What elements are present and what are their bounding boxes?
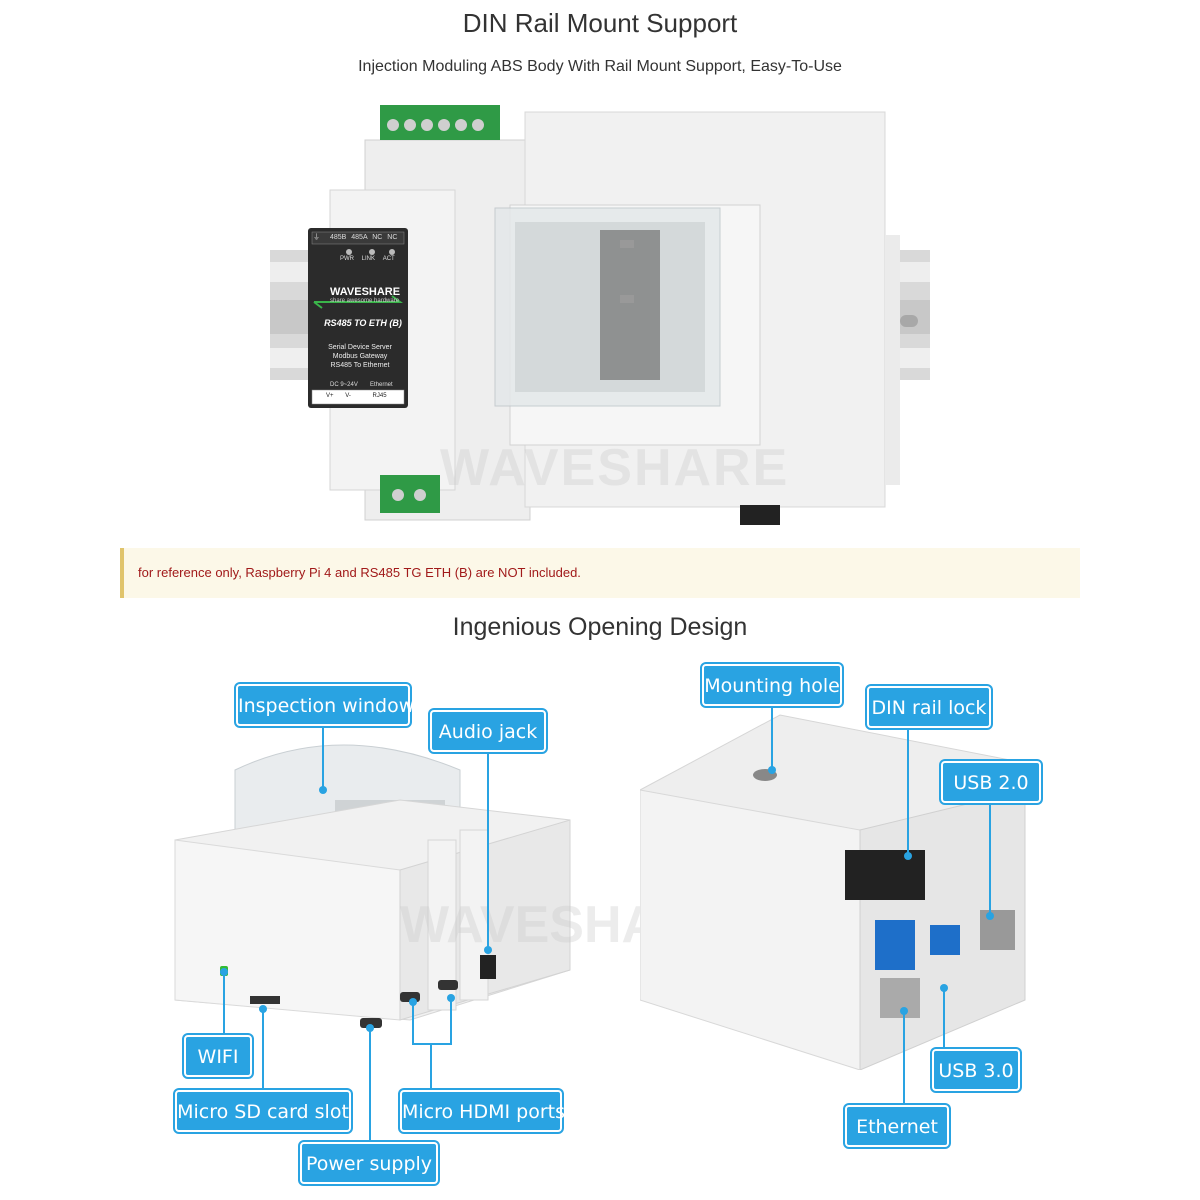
case-right-photo	[640, 714, 1026, 1070]
dot-ethernet	[900, 1007, 908, 1015]
callout-usb2: USB 2.0	[941, 761, 1041, 803]
dot-micro-hdmi-a	[409, 998, 417, 1006]
dot-usb3	[940, 984, 948, 992]
module-model: RS485 TO ETH (B)	[324, 318, 402, 328]
leader-micro-hdmi-b	[450, 1000, 452, 1043]
dot-inspection-window	[319, 786, 327, 794]
module-desc-line2: Modbus Gateway	[332, 353, 388, 360]
callout-inspection-window: Inspection window	[236, 684, 414, 726]
leader-usb2	[989, 803, 991, 915]
leader-din-rail-lock	[907, 728, 909, 856]
callout-mounting-hole: Mounting hole	[702, 664, 842, 706]
dot-audio-jack	[484, 946, 492, 954]
section-title-din-rail: DIN Rail Mount Support	[462, 8, 738, 38]
module-power-label: DC 9~24V	[330, 382, 358, 388]
module-led-labels: PWR LINK ACT	[340, 256, 410, 262]
leader-inspection-window	[322, 726, 324, 788]
disclaimer-text: for reference only, Raspberry Pi 4 and R…	[138, 565, 581, 580]
dot-usb2	[986, 912, 994, 920]
dot-din-rail-lock	[904, 852, 912, 860]
callout-micro-sd: Micro SD card slot	[175, 1090, 351, 1132]
pi-case	[494, 111, 900, 525]
terminal-gnd: ⏚	[313, 234, 320, 241]
callout-power-supply: Power supply	[300, 1142, 438, 1184]
callout-wifi: WIFI	[184, 1035, 252, 1077]
led-act-label: ACT	[382, 256, 395, 262]
leader-ethernet	[903, 1012, 905, 1105]
term-vplus: V+	[326, 393, 334, 399]
callout-micro-hdmi: Micro HDMI ports	[400, 1090, 565, 1132]
dot-micro-sd	[259, 1005, 267, 1013]
leader-usb3	[943, 988, 945, 1049]
leader-wifi	[223, 974, 225, 1035]
terminal-nc2: NC	[387, 234, 398, 241]
section-title-opening: Ingenious Opening Design	[452, 613, 748, 641]
terminal-nc1: NC	[372, 234, 383, 241]
leader-audio-jack	[487, 752, 489, 948]
module-brand: WAVESHARE	[330, 286, 401, 298]
dot-power-supply	[366, 1024, 374, 1032]
callout-din-rail-lock: DIN rail lock	[867, 686, 991, 728]
term-rj45: RJ45	[372, 393, 387, 399]
module-slogan: share awesome hardware	[330, 298, 400, 304]
leader-micro-sd	[262, 1010, 264, 1090]
din-rail-product-photo	[270, 105, 930, 525]
leader-mounting-hole	[771, 706, 773, 768]
leader-power-supply	[369, 1030, 371, 1142]
terminal-485b: 485B	[329, 234, 347, 241]
module-eth-label: Ethernet	[370, 382, 393, 388]
case-left-photo	[174, 744, 571, 1028]
term-vminus: V-	[345, 393, 351, 399]
disclaimer-note: for reference only, Raspberry Pi 4 and R…	[120, 548, 1080, 598]
leader-micro-hdmi-join	[412, 1043, 452, 1045]
dot-mounting-hole	[768, 766, 776, 774]
dot-wifi	[220, 968, 228, 976]
module-description: Serial Device Server Modbus Gateway RS48…	[312, 343, 408, 370]
led-pwr-label: PWR	[340, 256, 354, 262]
terminal-485a: 485A	[351, 234, 368, 241]
callout-audio-jack: Audio jack	[430, 710, 546, 752]
module-terminal-labels: ⏚ 485B 485A NC NC	[313, 232, 405, 242]
module-desc-line1: Serial Device Server	[328, 344, 392, 351]
callout-ethernet: Ethernet	[845, 1105, 949, 1147]
module-desc-line3: RS485 To Ethernet	[330, 362, 390, 369]
module-bottom-terminals: V+ V- RJ45	[316, 393, 404, 399]
leader-micro-hdmi-a	[412, 1005, 414, 1043]
watermark-top: WAVESHARE	[440, 439, 790, 497]
section-subtitle: Injection Moduling ABS Body With Rail Mo…	[358, 58, 842, 75]
callout-usb3: USB 3.0	[932, 1049, 1020, 1091]
led-link-label: LINK	[361, 256, 376, 262]
dot-micro-hdmi-b	[447, 994, 455, 1002]
leader-micro-hdmi-drop	[430, 1043, 432, 1090]
